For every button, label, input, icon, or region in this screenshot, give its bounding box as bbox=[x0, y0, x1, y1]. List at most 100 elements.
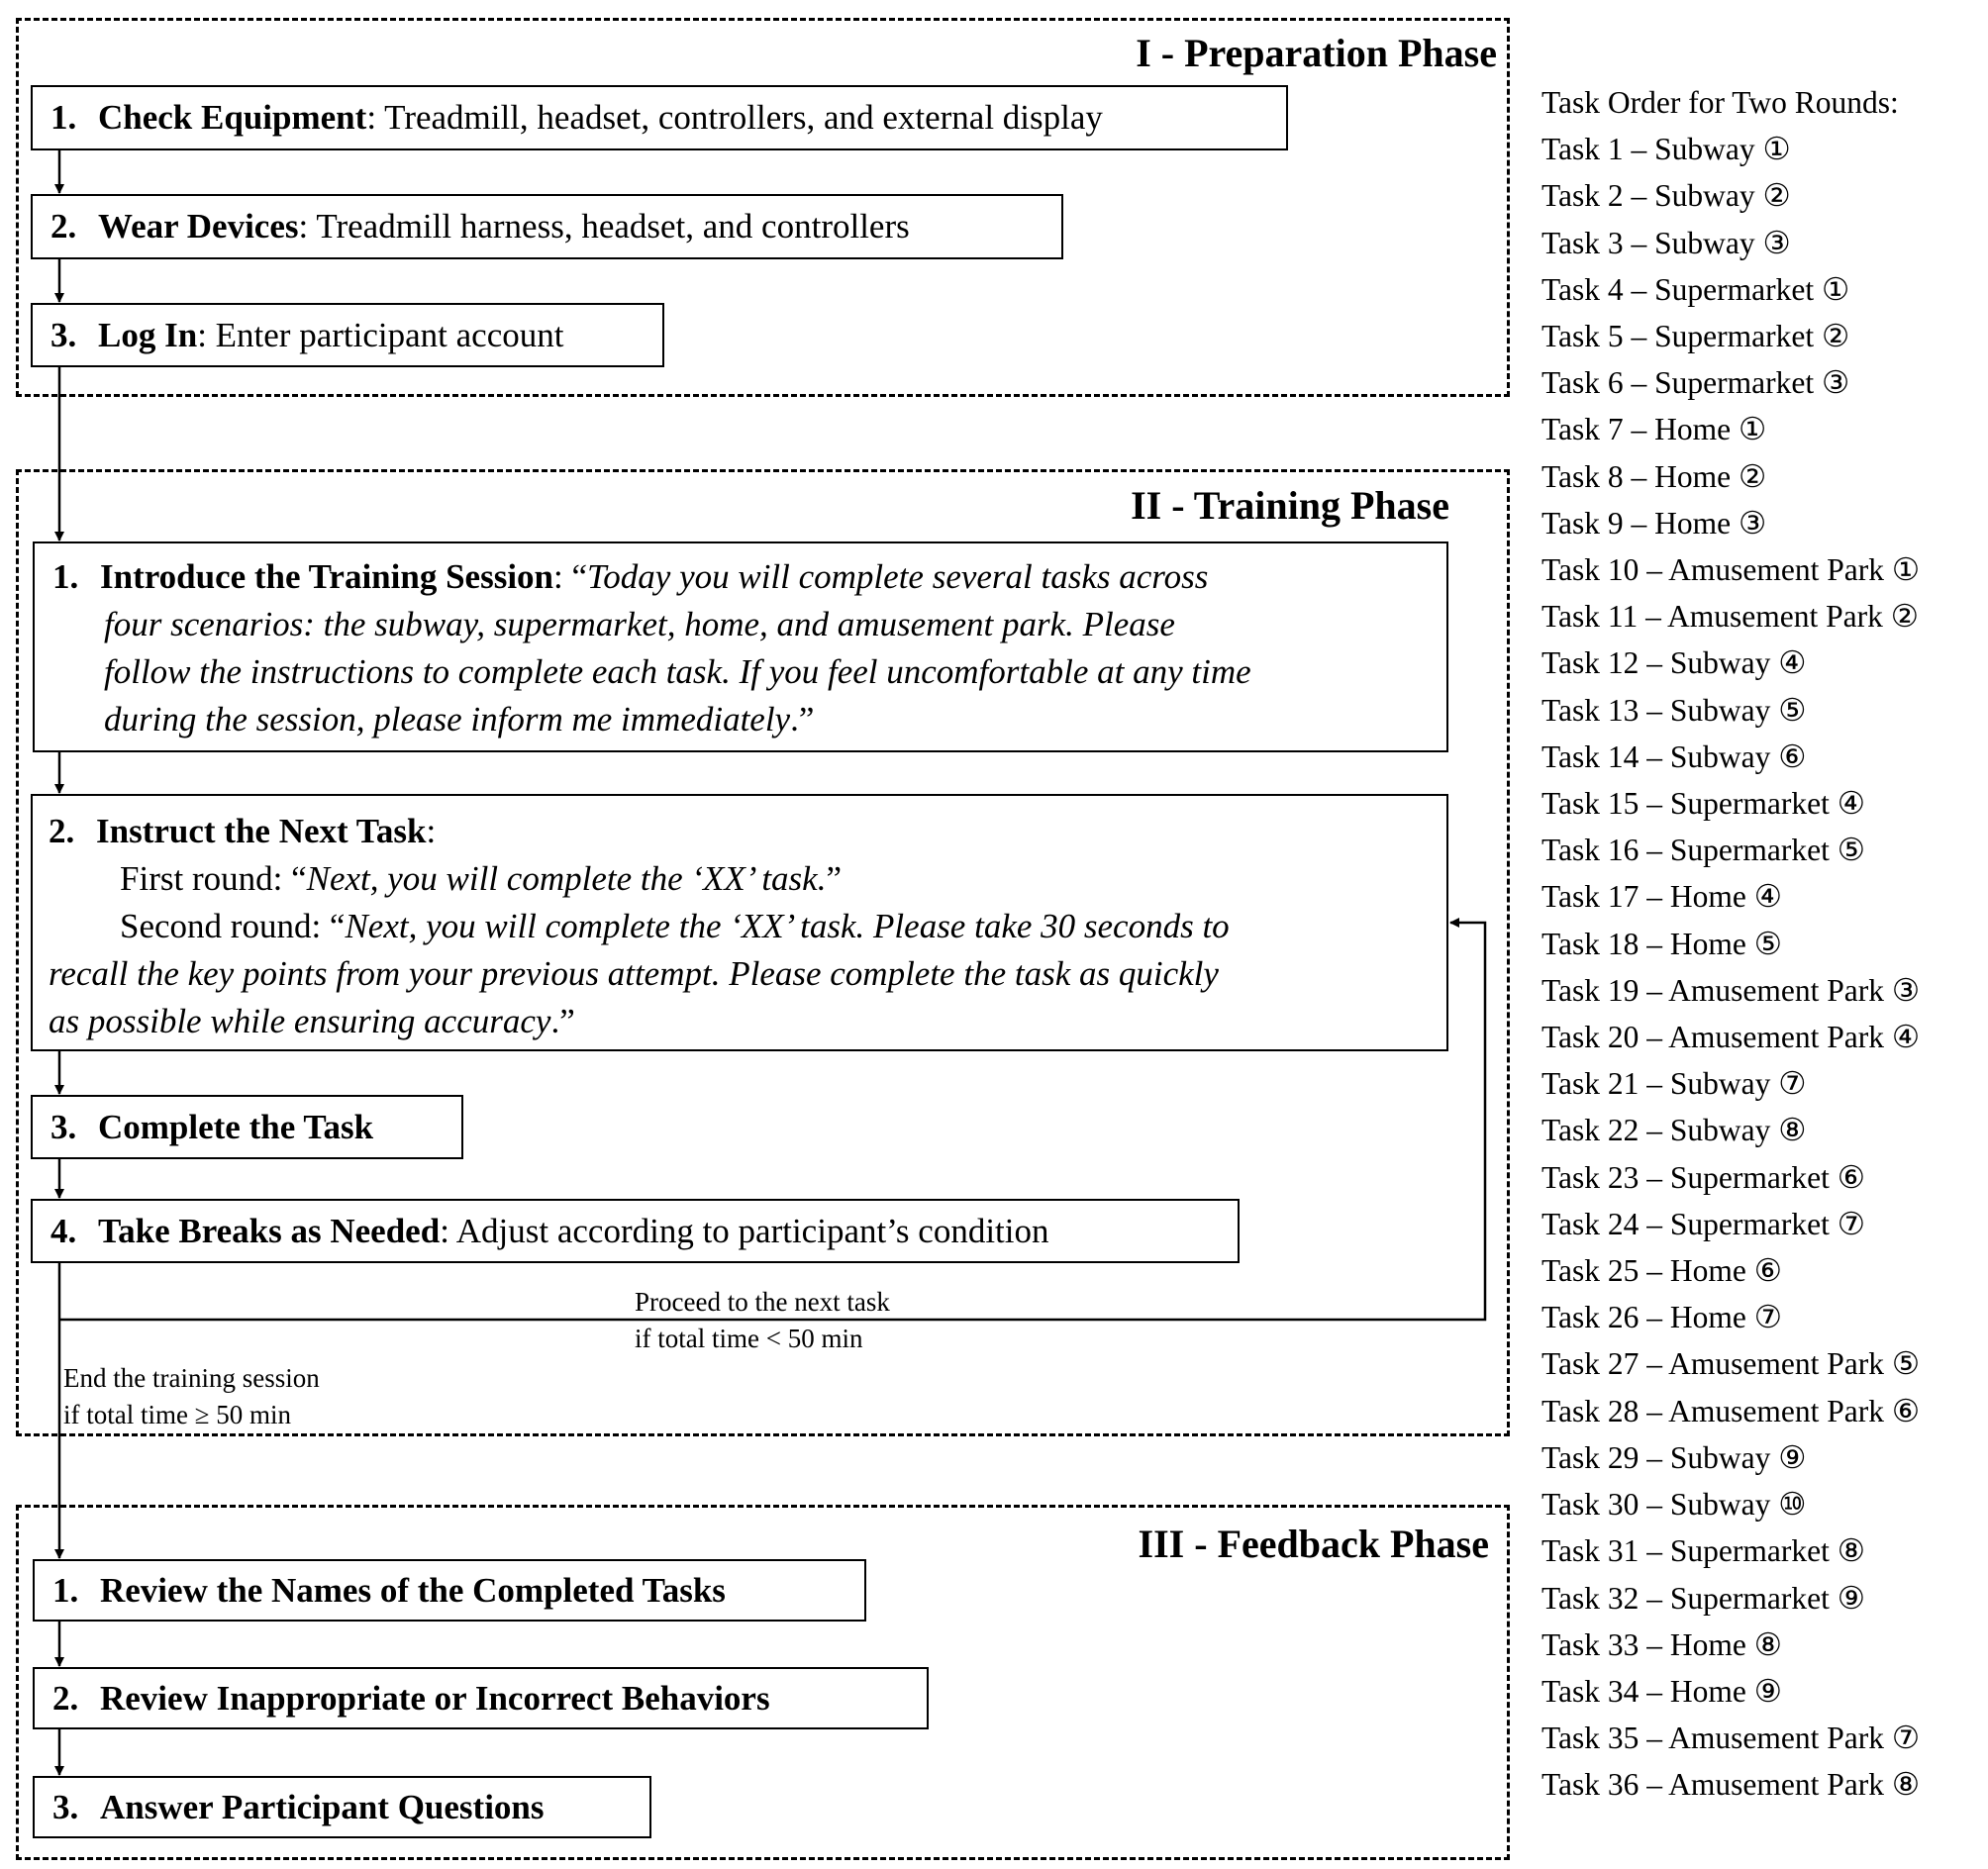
first-round-text: Next, you will complete the ‘XX’ task. bbox=[306, 859, 827, 898]
loop-condition-label: Proceed to the next task if total time <… bbox=[635, 1284, 890, 1357]
step-label: Instruct the Next Task bbox=[96, 812, 427, 850]
task-order-item: Task 18 – Home ⑤ bbox=[1541, 926, 1783, 961]
step-number: 3. bbox=[50, 316, 77, 354]
prep-step-log-in: 3. Log In: Enter participant account bbox=[31, 303, 664, 367]
task-order-item: Task 14 – Subway ⑥ bbox=[1541, 738, 1807, 774]
training-phase-title: II - Training Phase bbox=[1131, 483, 1449, 528]
task-order-item: Task 27 – Amusement Park ⑤ bbox=[1541, 1346, 1921, 1382]
end-label-line-1: End the training session bbox=[63, 1363, 320, 1393]
step-label: Review Inappropriate or Incorrect Behavi… bbox=[100, 1679, 770, 1718]
step-label: Check Equipment bbox=[98, 98, 367, 137]
task-order-item: Task 13 – Subway ⑤ bbox=[1541, 692, 1807, 728]
task-order-item: Task 10 – Amusement Park ① bbox=[1541, 552, 1921, 588]
task-order-item: Task 1 – Subway ① bbox=[1541, 132, 1791, 167]
step-number: 3. bbox=[50, 1108, 77, 1146]
step-separator: : bbox=[426, 812, 437, 850]
step-number: 3. bbox=[52, 1788, 79, 1826]
task-order-item: Task 6 – Supermarket ③ bbox=[1541, 365, 1850, 401]
step-separator: : bbox=[366, 98, 377, 137]
task-order-list: Task Order for Two Rounds: Task 1 – Subw… bbox=[1541, 79, 1920, 1809]
loop-label-line-2: if total time < 50 min bbox=[635, 1324, 863, 1353]
feedback-phase-title: III - Feedback Phase bbox=[1138, 1522, 1489, 1566]
script-close: .” bbox=[790, 700, 815, 738]
task-order-item: Task 28 – Amusement Park ⑥ bbox=[1541, 1393, 1921, 1428]
task-order-item: Task 19 – Amusement Park ③ bbox=[1541, 972, 1921, 1008]
second-round-close: .” bbox=[550, 1002, 575, 1040]
step-detail: Adjust according to participant’s condit… bbox=[448, 1212, 1049, 1250]
task-order-item: Task 23 – Supermarket ⑥ bbox=[1541, 1159, 1865, 1195]
end-condition-label: End the training session if total time ≥… bbox=[63, 1360, 320, 1433]
prep-step-wear-devices: 2. Wear Devices: Treadmill harness, heads… bbox=[31, 194, 1063, 259]
step-label: Take Breaks as Needed bbox=[98, 1212, 441, 1250]
task-order-item: Task 22 – Subway ⑧ bbox=[1541, 1113, 1807, 1148]
step-detail: Treadmill, headset, controllers, and ext… bbox=[376, 98, 1103, 137]
feed-step-answer-questions: 3. Answer Participant Questions bbox=[33, 1776, 651, 1838]
step-number: 1. bbox=[52, 1571, 79, 1610]
task-order-item: Task 12 – Subway ④ bbox=[1541, 645, 1807, 681]
task-order-item: Task 21 – Subway ⑦ bbox=[1541, 1066, 1807, 1102]
step-label: Log In bbox=[98, 316, 198, 354]
task-order-item: Task 35 – Amusement Park ⑦ bbox=[1541, 1721, 1921, 1756]
second-round-prefix: Second round: “ bbox=[120, 907, 346, 945]
task-order-item: Task 16 – Supermarket ⑤ bbox=[1541, 833, 1865, 868]
step-number: 1. bbox=[50, 98, 77, 137]
second-round-line-1: Next, you will complete the ‘XX’ task. P… bbox=[345, 907, 1230, 945]
task-order-item: Task 5 – Supermarket ② bbox=[1541, 319, 1850, 354]
step-separator: : bbox=[197, 316, 207, 354]
step-detail: Treadmill harness, headset, and controll… bbox=[308, 207, 910, 246]
task-order-item: Task 29 – Subway ⑨ bbox=[1541, 1439, 1807, 1475]
task-order-item: Task 4 – Supermarket ① bbox=[1541, 271, 1850, 307]
task-order-heading: Task Order for Two Rounds: bbox=[1541, 85, 1899, 120]
loop-label-line-1: Proceed to the next task bbox=[635, 1287, 890, 1317]
task-order-item: Task 30 – Subway ⑩ bbox=[1541, 1487, 1807, 1523]
loop-back-arrow bbox=[59, 918, 1487, 1322]
task-order-item: Task 17 – Home ④ bbox=[1541, 879, 1783, 915]
task-order-item: Task 20 – Amusement Park ④ bbox=[1541, 1020, 1921, 1055]
task-order-item: Task 7 – Home ① bbox=[1541, 412, 1767, 447]
task-order-item: Task 36 – Amusement Park ⑧ bbox=[1541, 1767, 1921, 1803]
feedback-phase-frame bbox=[16, 1505, 1510, 1860]
preparation-phase-title: I - Preparation Phase bbox=[1136, 31, 1497, 75]
script-line-2: four scenarios: the subway, supermarket,… bbox=[104, 605, 1175, 643]
train-step-instruct-next-task: 2. Instruct the Next Task: First round: “… bbox=[31, 794, 1448, 1051]
task-order-item: Task 31 – Supermarket ⑧ bbox=[1541, 1533, 1865, 1569]
task-order-item: Task 9 – Home ③ bbox=[1541, 505, 1767, 541]
step-label: Complete the Task bbox=[98, 1108, 374, 1146]
step-label: Answer Participant Questions bbox=[100, 1788, 545, 1826]
second-round-line-2: recall the key points from your previous… bbox=[49, 954, 1219, 993]
task-order-item: Task 24 – Supermarket ⑦ bbox=[1541, 1206, 1865, 1241]
training-phase-frame bbox=[16, 469, 1510, 1436]
task-order-item: Task 33 – Home ⑧ bbox=[1541, 1626, 1783, 1662]
task-order-item: Task 15 – Supermarket ④ bbox=[1541, 786, 1865, 822]
task-order-item: Task 11 – Amusement Park ② bbox=[1541, 599, 1919, 635]
train-step-introduce-session: 1.Introduce the Training Session: “Today… bbox=[33, 541, 1448, 752]
script-line-4: during the session, please inform me imm… bbox=[104, 700, 791, 738]
task-order-item: Task 26 – Home ⑦ bbox=[1541, 1300, 1783, 1335]
second-round-line-3: as possible while ensuring accuracy bbox=[49, 1002, 551, 1040]
script-line-3: follow the instructions to complete each… bbox=[104, 652, 1251, 691]
step-detail: Enter participant account bbox=[206, 316, 564, 354]
feed-step-review-behaviors: 2.Review Inappropriate or Incorrect Beha… bbox=[33, 1667, 929, 1729]
task-order-item: Task 32 – Supermarket ⑨ bbox=[1541, 1580, 1865, 1616]
feed-step-review-names: 1. Review the Names of the Completed Task… bbox=[33, 1559, 866, 1622]
step-number: 2. bbox=[50, 207, 77, 246]
task-order-item: Task 25 – Home ⑥ bbox=[1541, 1253, 1783, 1289]
task-order-item: Task 34 – Home ⑨ bbox=[1541, 1673, 1783, 1709]
step-label: Introduce the Training Session bbox=[100, 557, 554, 596]
step-label: Review the Names of the Completed Tasks bbox=[100, 1571, 726, 1610]
prep-step-check-equipment: 1. Check Equipment: Treadmill, headset, c… bbox=[31, 85, 1288, 150]
end-label-line-2: if total time ≥ 50 min bbox=[63, 1400, 292, 1429]
step-number: 2. bbox=[49, 812, 75, 850]
first-round-close: ” bbox=[826, 859, 843, 898]
preparation-phase-frame bbox=[16, 18, 1510, 397]
step-separator: : “ bbox=[553, 557, 588, 596]
step-separator: : bbox=[298, 207, 309, 246]
first-round-prefix: First round: “ bbox=[120, 859, 307, 898]
task-order-item: Task 3 – Subway ③ bbox=[1541, 225, 1791, 260]
step-number: 1. bbox=[52, 557, 79, 596]
task-order-item: Task 8 – Home ② bbox=[1541, 458, 1767, 494]
step-label: Wear Devices bbox=[98, 207, 299, 246]
step-separator: : bbox=[440, 1212, 449, 1250]
